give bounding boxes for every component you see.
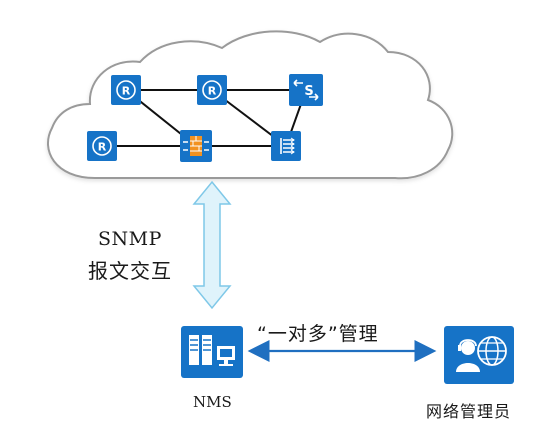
snmp-double-arrow	[192, 180, 232, 310]
router-icon: R	[111, 75, 141, 105]
snmp-label: SNMP	[98, 228, 162, 250]
snmp-exchange-label: 报文交互	[88, 259, 172, 283]
svg-text:R: R	[122, 85, 131, 98]
svg-text:R: R	[208, 85, 217, 98]
switch-icon: S	[289, 74, 323, 106]
nms-server-icon	[181, 326, 243, 378]
network-cloud	[47, 30, 454, 180]
one-to-many-label: “一对多”管理	[257, 323, 379, 345]
nms-label: NMS	[193, 393, 232, 411]
admin-label: 网络管理员	[426, 402, 512, 421]
router-icon: R	[87, 131, 117, 161]
svg-text:R: R	[98, 141, 107, 154]
firewall-icon	[180, 130, 212, 162]
layer3-switch-icon	[271, 131, 301, 161]
network-admin-icon	[444, 326, 514, 384]
svg-text:S: S	[304, 84, 313, 99]
router-icon: R	[197, 75, 227, 105]
